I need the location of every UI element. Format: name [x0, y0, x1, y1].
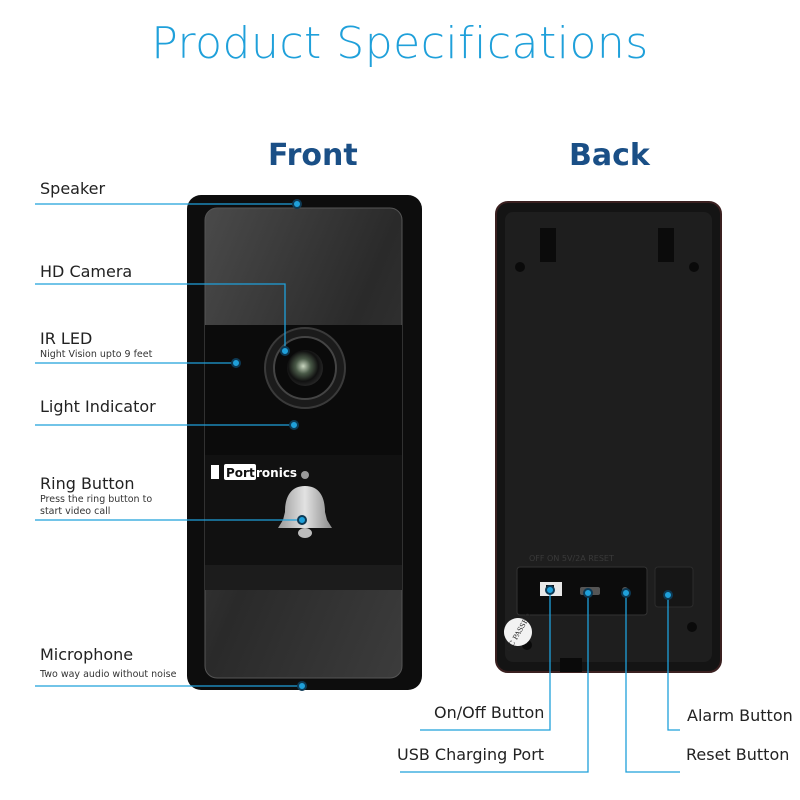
- front-heading: Front: [268, 138, 358, 173]
- label-ring-button-note-2: start video call: [40, 506, 111, 517]
- label-reset-button: Reset Button: [686, 745, 790, 764]
- label-microphone-note: Two way audio without noise: [40, 669, 177, 680]
- svg-text:ronics: ronics: [256, 466, 297, 480]
- label-ring-button: Ring Button: [40, 474, 135, 493]
- page-title: Product Specifications: [151, 18, 649, 69]
- back-port-labels: OFF ON 5V/2A RESET: [529, 554, 614, 563]
- label-light-indicator: Light Indicator: [40, 397, 156, 416]
- label-ring-button-note-1: Press the ring button to: [40, 494, 153, 505]
- callout-dots: [231, 199, 673, 691]
- svg-text:Port: Port: [226, 466, 255, 480]
- brand-logo: Port ronics: [211, 464, 297, 480]
- label-hd-camera: HD Camera: [40, 262, 133, 281]
- front-device: Port ronics: [187, 195, 422, 690]
- ring-bell-icon: [278, 471, 332, 538]
- label-speaker: Speaker: [40, 179, 106, 198]
- label-ir-led-note: Night Vision upto 9 feet: [40, 349, 153, 360]
- back-device: OFF ON 5V/2A RESET QC PASSED: [495, 201, 722, 673]
- label-alarm-button: Alarm Button: [687, 706, 793, 725]
- label-on-off-button: On/Off Button: [434, 703, 545, 722]
- label-ir-led: IR LED: [40, 329, 93, 348]
- callout-lines: [35, 203, 680, 773]
- label-microphone: Microphone: [40, 645, 134, 664]
- label-usb-charging-port: USB Charging Port: [397, 745, 545, 764]
- back-heading: Back: [569, 138, 650, 173]
- camera-lens: [264, 327, 346, 409]
